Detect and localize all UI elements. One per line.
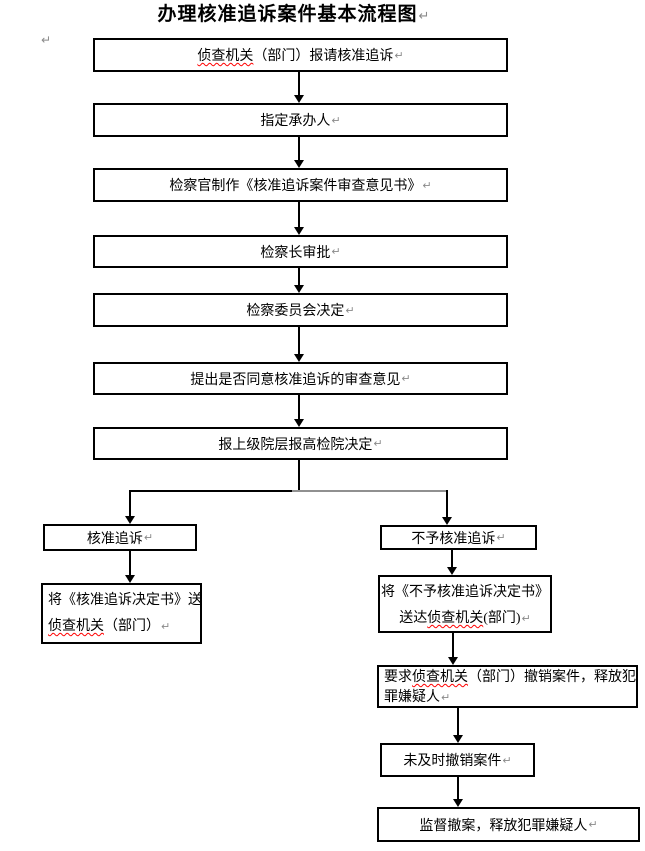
down-arrow bbox=[294, 268, 304, 293]
branch-horizontal-line-gray bbox=[292, 490, 448, 492]
paragraph-mark-icon: ↵ bbox=[441, 691, 451, 704]
branch-horizontal-line bbox=[129, 490, 292, 492]
paragraph-mark-icon: ↵ bbox=[345, 303, 355, 317]
box-label: 未及时撤销案件 bbox=[403, 754, 502, 769]
paragraph-mark-icon: ↵ bbox=[521, 612, 531, 625]
box-label: 检察长审批 bbox=[260, 245, 331, 261]
flow-box-report-higher-court: 报上级院层报高检院决定↵ bbox=[93, 427, 508, 460]
paragraph-mark-icon: ↵ bbox=[331, 245, 341, 258]
box-line-2: 侦查机关（部门）↵ bbox=[48, 619, 171, 634]
paragraph-mark-icon: ↵ bbox=[401, 372, 411, 385]
flow-box-propose-opinion: 提出是否同意核准追诉的审查意见↵ bbox=[93, 362, 508, 395]
box-line-2: 罪嫌疑人↵ bbox=[384, 690, 451, 705]
box-label: 不予核准追诉 bbox=[411, 531, 496, 547]
box-label: 指定承办人 bbox=[260, 114, 331, 129]
branch-stem-line bbox=[298, 460, 300, 491]
paragraph-mark-icon: ↵ bbox=[331, 113, 341, 127]
paragraph-mark-icon: ↵ bbox=[41, 33, 52, 47]
paragraph-mark-icon: ↵ bbox=[373, 437, 383, 450]
box-label: 报上级院层报高检院决定 bbox=[218, 437, 373, 453]
flow-box-send-deny-decision: 将《不予核准追诉决定书》 送达侦查机关(部门)↵ bbox=[378, 575, 552, 633]
paragraph-mark-icon: ↵ bbox=[394, 48, 404, 62]
misspelled-text: 侦查机关 bbox=[48, 619, 104, 634]
down-arrow bbox=[125, 490, 135, 524]
box-label: 提出是否同意核准追诉的审查意见 bbox=[190, 372, 401, 388]
paragraph-mark-icon: ↵ bbox=[143, 531, 154, 544]
down-arrow bbox=[294, 137, 304, 168]
box-label: 检察委员会决定 bbox=[246, 304, 345, 319]
page-title: 办理核准追诉案件基本流程图↵ bbox=[93, 1, 495, 31]
flow-box-supervise-withdraw-release: 监督撤案，释放犯罪嫌疑人↵ bbox=[377, 807, 640, 842]
down-arrow bbox=[453, 777, 463, 807]
down-arrow bbox=[294, 327, 304, 362]
misspelled-text: 侦查机关 bbox=[197, 49, 254, 64]
down-arrow bbox=[453, 708, 463, 743]
box-label: 监督撤案，释放犯罪嫌疑人 bbox=[419, 818, 588, 834]
flow-box-send-approve-decision: 将《核准追诉决定书》送 侦查机关（部门）↵ bbox=[41, 583, 202, 644]
paragraph-mark-icon: ↵ bbox=[496, 531, 506, 544]
box-line-2: 送达侦查机关(部门)↵ bbox=[399, 611, 531, 626]
box-line-1: 将《不予核准追诉决定书》 bbox=[381, 585, 549, 600]
flow-box-deny-prosecution: 不予核准追诉↵ bbox=[380, 525, 537, 550]
flow-box-approve-prosecution: 核准追诉↵ bbox=[43, 524, 197, 551]
box-label: 核准追诉 bbox=[86, 531, 143, 547]
paragraph-mark-icon: ↵ bbox=[418, 9, 431, 24]
paragraph-mark-icon: ↵ bbox=[502, 753, 512, 767]
box-line-1: 将《核准追诉决定书》送 bbox=[48, 593, 202, 608]
down-arrow bbox=[125, 551, 135, 583]
down-arrow bbox=[294, 72, 304, 103]
down-arrow bbox=[447, 550, 457, 575]
down-arrow bbox=[442, 490, 452, 525]
paragraph-mark-icon: ↵ bbox=[422, 178, 432, 192]
page-title-text: 办理核准追诉案件基本流程图 bbox=[157, 4, 418, 25]
down-arrow bbox=[448, 633, 458, 665]
flow-box-draft-review-opinion: 检察官制作《核准追诉案件审查意见书》↵ bbox=[93, 168, 508, 202]
flow-box-committee-decision: 检察委员会决定↵ bbox=[93, 293, 508, 327]
flow-box-assign-handler: 指定承办人↵ bbox=[93, 103, 508, 137]
box-label: （部门）报请核准追诉 bbox=[253, 49, 394, 64]
paragraph-mark-icon: ↵ bbox=[161, 620, 171, 633]
flow-box-chief-prosecutor-approval: 检察长审批↵ bbox=[93, 235, 508, 268]
box-label: 检察官制作《核准追诉案件审查意见书》 bbox=[169, 179, 422, 194]
down-arrow bbox=[294, 202, 304, 235]
misspelled-text: 侦查机关 bbox=[412, 670, 468, 685]
box-line-1: 要求侦查机关（部门）撤销案件，释放犯 bbox=[384, 670, 636, 685]
flow-box-not-withdrawn-in-time: 未及时撤销案件↵ bbox=[380, 743, 535, 777]
flow-box-demand-withdraw-release: 要求侦查机关（部门）撤销案件，释放犯 罪嫌疑人↵ bbox=[377, 665, 638, 708]
down-arrow bbox=[294, 395, 304, 427]
paragraph-mark-icon: ↵ bbox=[588, 818, 598, 831]
flow-box-report-request: 侦查机关（部门）报请核准追诉↵ bbox=[93, 38, 508, 72]
misspelled-text: 侦查机关 bbox=[427, 611, 484, 626]
